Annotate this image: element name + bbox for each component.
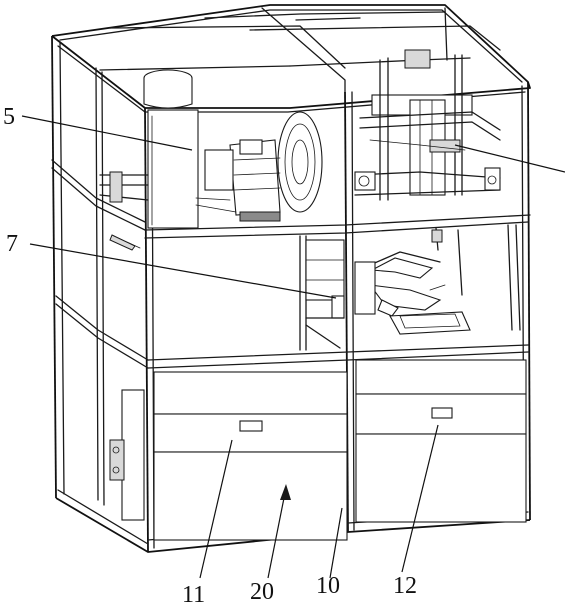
- leader-7: [29, 243, 337, 299]
- label-20: 20: [250, 579, 274, 605]
- leader-12: [401, 424, 439, 573]
- label-12: 12: [393, 573, 417, 599]
- label-7: 7: [6, 231, 18, 257]
- gantry-assembly: [354, 49, 501, 201]
- label-5: 5: [3, 104, 15, 130]
- label-11: 11: [182, 582, 205, 608]
- motor-assembly: [99, 69, 323, 229]
- arrow-20: [280, 484, 291, 500]
- leader-10: [329, 507, 343, 579]
- label-10: 10: [316, 573, 340, 599]
- gripper-assembly: [354, 224, 521, 335]
- leader-5: [21, 115, 193, 151]
- middle-left-bay: [109, 234, 345, 351]
- leader-20: [267, 487, 287, 579]
- lower-drawers: [109, 359, 527, 541]
- leader-right: [454, 144, 565, 173]
- reference-labels: 5 7 11 20 10 12: [3, 104, 417, 608]
- leader-11: [199, 439, 233, 579]
- leader-lines: [21, 115, 565, 579]
